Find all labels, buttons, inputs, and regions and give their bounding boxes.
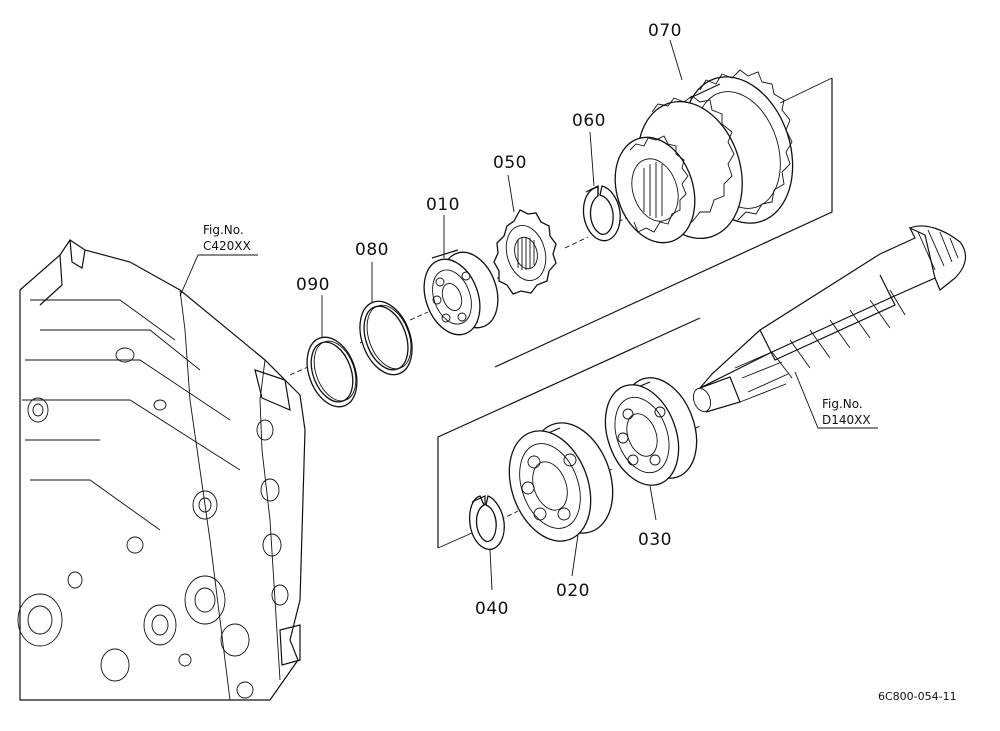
callout-leaders xyxy=(179,39,878,591)
label-080: 080 xyxy=(355,240,389,260)
shaft-ref-line1: Fig.No. xyxy=(822,397,863,411)
label-060: 060 xyxy=(572,111,606,131)
part-040-circlip[interactable] xyxy=(469,495,505,550)
label-020: 020 xyxy=(556,581,590,601)
label-040: 040 xyxy=(475,599,509,619)
case-ref-line2: C420XX xyxy=(203,239,251,253)
part-010-ball-bearing[interactable] xyxy=(414,244,508,342)
label-010: 010 xyxy=(426,195,460,215)
part-050-spur-gear[interactable] xyxy=(493,209,557,295)
label-030: 030 xyxy=(638,530,672,550)
case-ref-line1: Fig.No. xyxy=(203,223,244,237)
label-050: 050 xyxy=(493,153,527,173)
label-090: 090 xyxy=(296,275,330,295)
part-070-gear-cluster[interactable] xyxy=(602,63,810,253)
label-070: 070 xyxy=(648,21,682,41)
part-080-shim[interactable] xyxy=(350,294,421,382)
shaft-ref-line2: D140XX xyxy=(822,413,871,427)
pinion-shaft xyxy=(692,225,966,413)
transmission-case xyxy=(17,239,306,701)
drawing-code: 6C800-054-11 xyxy=(878,690,957,703)
part-030-ball-bearing[interactable] xyxy=(592,368,709,496)
part-020-ball-bearing[interactable] xyxy=(495,411,627,552)
part-060-circlip[interactable] xyxy=(582,185,621,242)
part-090-shim[interactable] xyxy=(298,330,366,413)
